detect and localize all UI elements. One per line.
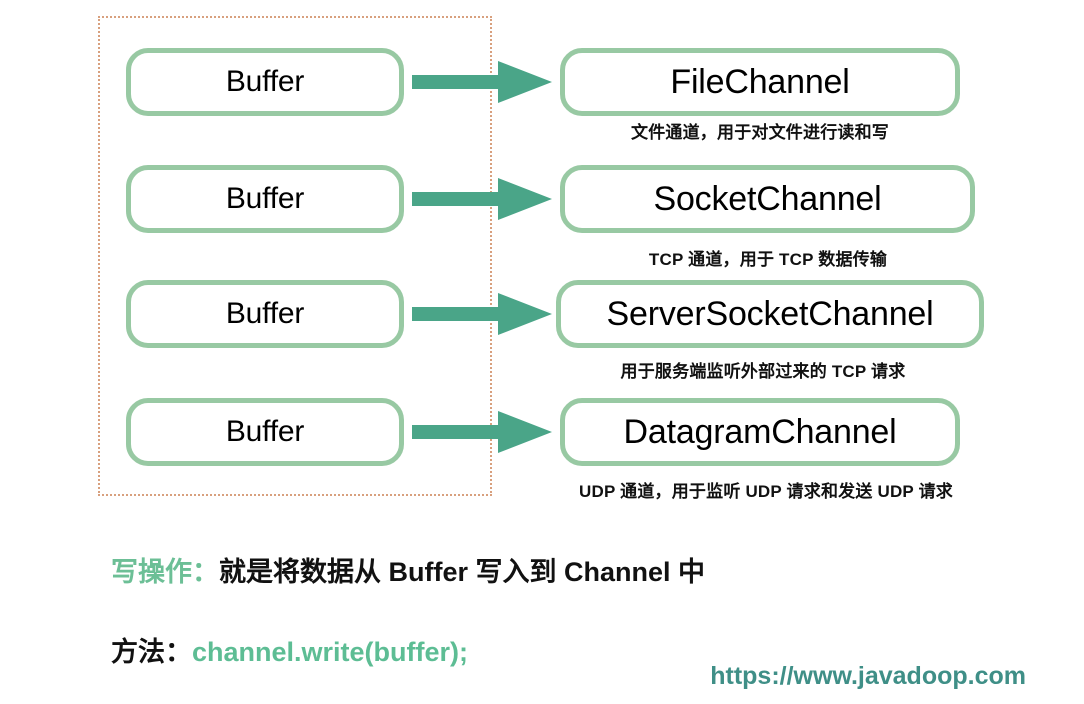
channel-box-serversocketchannel[interactable]: ServerSocketChannel xyxy=(556,280,984,348)
buffer-box-4[interactable]: Buffer xyxy=(126,398,404,466)
write-operation-note: 写操作：就是将数据从 Buffer 写入到 Channel 中 xyxy=(111,550,705,589)
buffer-group-frame xyxy=(98,16,492,496)
channel-label: FileChannel xyxy=(670,62,850,101)
buffer-box-1[interactable]: Buffer xyxy=(126,48,404,116)
buffer-label: Buffer xyxy=(225,65,305,98)
channel-box-datagramchannel[interactable]: DatagramChannel xyxy=(560,398,960,466)
site-watermark: https://www.javadoop.com xyxy=(710,662,1026,690)
buffer-label: Buffer xyxy=(225,182,305,215)
right-arrow-icon-2 xyxy=(412,176,552,222)
right-arrow-icon-4 xyxy=(412,409,552,455)
channel-box-socketchannel[interactable]: SocketChannel xyxy=(560,165,975,233)
write-operation-accent: 写操作： xyxy=(111,557,219,587)
channel-caption-datagramchannel: UDP 通道，用于监听 UDP 请求和发送 UDP 请求 xyxy=(579,482,953,501)
write-operation-body: 就是将数据从 Buffer 写入到 Channel 中 xyxy=(219,557,706,587)
buffer-box-3[interactable]: Buffer xyxy=(126,280,404,348)
method-label: 方法： xyxy=(111,637,192,667)
channel-label: SocketChannel xyxy=(653,179,882,218)
buffer-box-2[interactable]: Buffer xyxy=(126,165,404,233)
channel-caption-socketchannel: TCP 通道，用于 TCP 数据传输 xyxy=(648,250,888,269)
buffer-label: Buffer xyxy=(225,415,305,448)
channel-label: ServerSocketChannel xyxy=(606,294,934,333)
buffer-label: Buffer xyxy=(225,297,305,330)
method-note: 方法：channel.write(buffer); xyxy=(111,630,468,669)
channel-caption-serversocketchannel: 用于服务端监听外部过来的 TCP 请求 xyxy=(620,362,906,381)
method-code: channel.write(buffer); xyxy=(192,637,469,667)
channel-box-filechannel[interactable]: FileChannel xyxy=(560,48,960,116)
channel-label: DatagramChannel xyxy=(623,412,897,451)
channel-caption-filechannel: 文件通道，用于对文件进行读和写 xyxy=(631,123,889,142)
right-arrow-icon-3 xyxy=(412,291,552,337)
right-arrow-icon-1 xyxy=(412,59,552,105)
